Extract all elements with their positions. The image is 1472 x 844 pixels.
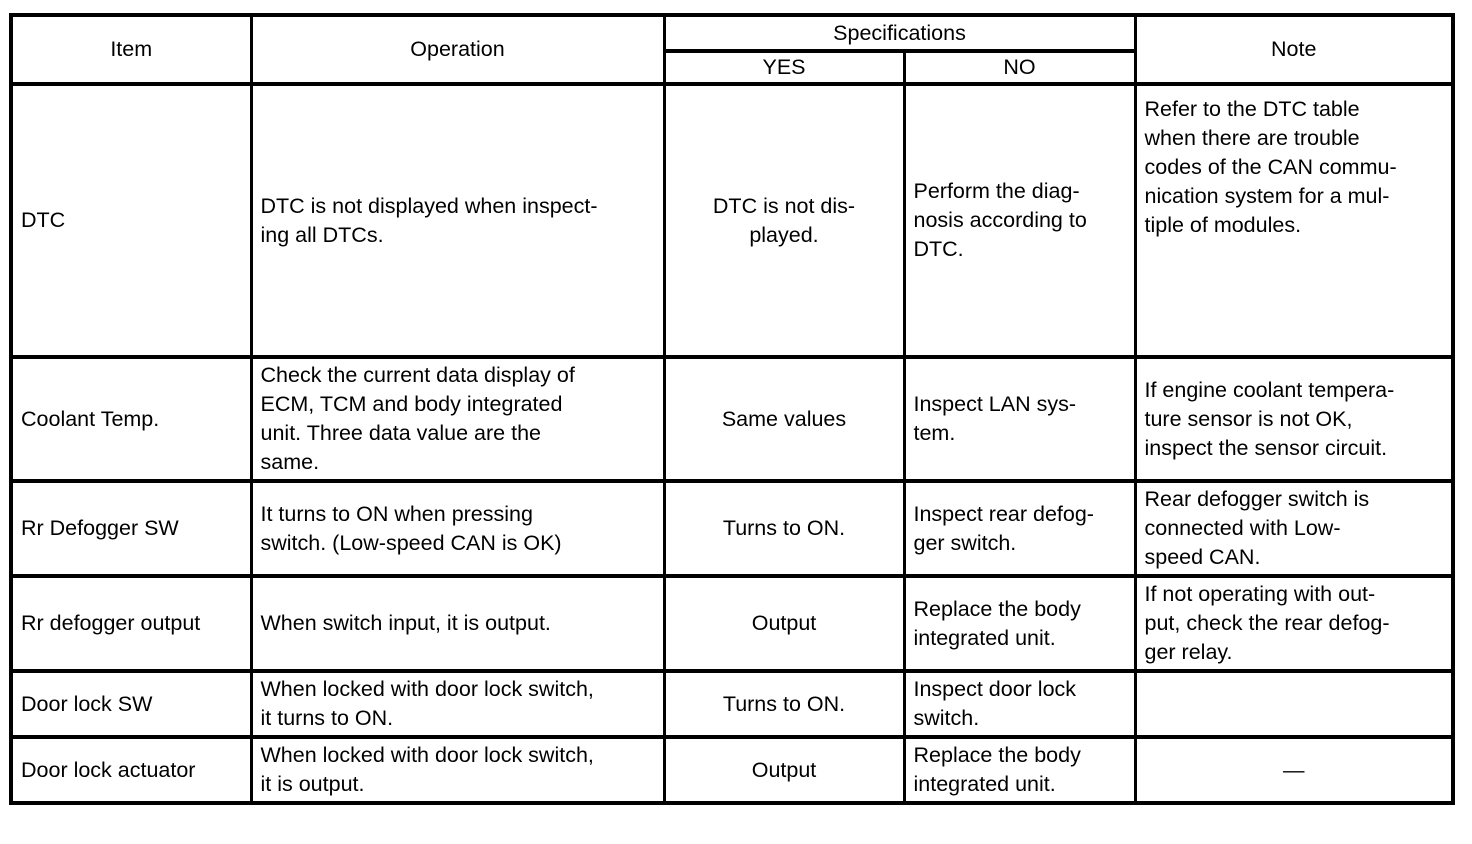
item-cell: Coolant Temp. bbox=[9, 355, 253, 483]
spec-no-cell: Inspect door lock switch. bbox=[902, 669, 1137, 739]
table-row-rr-defogger-sw: Rr Defogger SW It turns to ON when press… bbox=[9, 479, 1455, 578]
operation-cell: When switch input, it is output. bbox=[249, 574, 666, 673]
note-cell: If not operating with out- put, check th… bbox=[1133, 574, 1455, 673]
note-cell: If engine coolant tempera- ture sensor i… bbox=[1133, 355, 1455, 483]
column-header-specifications: Specifications bbox=[662, 13, 1137, 53]
operation-cell: When locked with door lock switch, it tu… bbox=[249, 669, 666, 739]
note-cell bbox=[1133, 669, 1455, 739]
column-header-item: Item bbox=[9, 13, 253, 86]
column-header-note: Note bbox=[1133, 13, 1455, 86]
column-header-no: NO bbox=[902, 49, 1137, 86]
spec-yes-cell: Turns to ON. bbox=[662, 669, 906, 739]
operation-cell: Check the current data display of ECM, T… bbox=[249, 355, 666, 483]
item-cell: Rr Defogger SW bbox=[9, 479, 253, 578]
item-cell: Door lock SW bbox=[9, 669, 253, 739]
operation-cell: When locked with door lock switch, it is… bbox=[249, 735, 666, 805]
table-row-coolant-temp: Coolant Temp. Check the current data dis… bbox=[9, 355, 1455, 483]
table-header-row-sub: YES NO bbox=[11, 49, 1453, 86]
column-header-operation: Operation bbox=[249, 13, 666, 86]
spec-no-cell: Perform the diag- nosis according to DTC… bbox=[902, 82, 1137, 359]
table-row-dtc: DTC DTC is not displayed when inspect- i… bbox=[9, 82, 1455, 359]
spec-yes-cell: Output bbox=[662, 574, 906, 673]
table-header-row-top: Item Operation Specifications Note bbox=[9, 13, 1455, 86]
spec-yes-cell: Same values bbox=[662, 355, 906, 483]
spec-no-cell: Replace the body integrated unit. bbox=[902, 574, 1137, 673]
spec-no-cell: Inspect LAN sys- tem. bbox=[902, 355, 1137, 483]
item-cell: DTC bbox=[9, 82, 253, 359]
spec-yes-cell: Turns to ON. bbox=[662, 479, 906, 578]
spec-yes-cell: DTC is not dis- played. bbox=[662, 82, 906, 359]
item-cell: Rr defogger output bbox=[9, 574, 253, 673]
note-cell: — bbox=[1133, 735, 1455, 805]
column-header-yes: YES bbox=[662, 49, 906, 86]
note-cell: Rear defogger switch is connected with L… bbox=[1133, 479, 1455, 578]
note-cell: Refer to the DTC table when there are tr… bbox=[1133, 82, 1455, 359]
table-row-door-lock-actuator: Door lock actuator When locked with door… bbox=[9, 735, 1455, 805]
table-row-rr-defogger-output: Rr defogger output When switch input, it… bbox=[9, 574, 1455, 673]
item-cell: Door lock actuator bbox=[9, 735, 253, 805]
spec-no-cell: Inspect rear defog- ger switch. bbox=[902, 479, 1137, 578]
table-row-door-lock-sw: Door lock SW When locked with door lock … bbox=[9, 669, 1455, 739]
spec-yes-cell: Output bbox=[662, 735, 906, 805]
operation-cell: DTC is not displayed when inspect- ing a… bbox=[249, 82, 666, 359]
diagnostic-specifications-table: Item Operation Specifications Note YES N… bbox=[9, 13, 1455, 805]
spec-no-cell: Replace the body integrated unit. bbox=[902, 735, 1137, 805]
operation-cell: It turns to ON when pressing switch. (Lo… bbox=[249, 479, 666, 578]
